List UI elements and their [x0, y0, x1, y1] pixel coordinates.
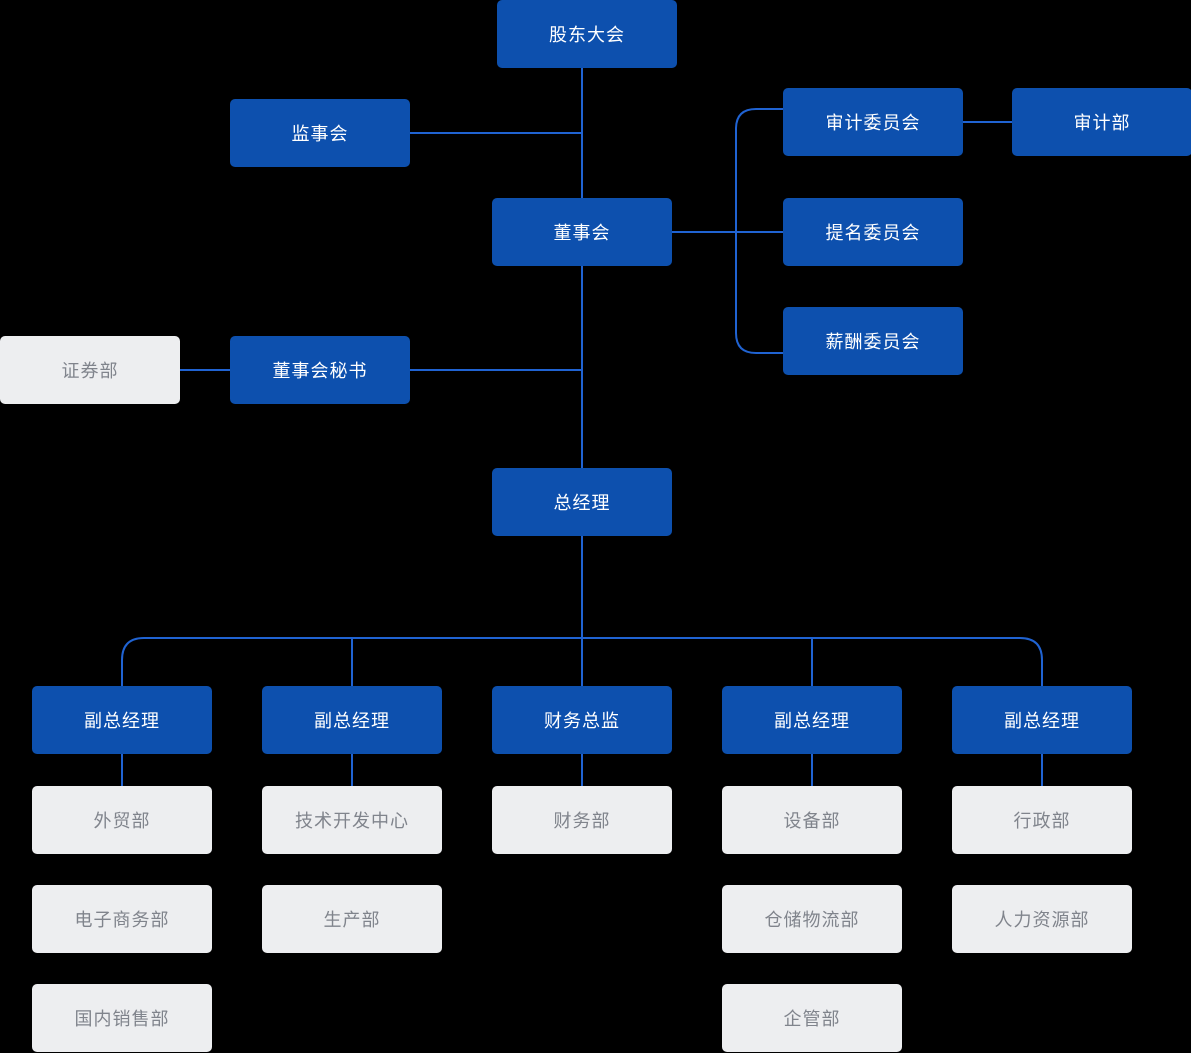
org-node-domestic-sales-dept: 国内销售部 — [32, 984, 212, 1052]
org-node-deputy-gm-1: 副总经理 — [32, 686, 212, 754]
org-node-hr-dept: 人力资源部 — [952, 885, 1132, 953]
org-node-deputy-gm-4: 副总经理 — [952, 686, 1132, 754]
edge-exec-bracket — [121, 637, 1043, 686]
org-node-warehouse-logistics-dept: 仓储物流部 — [722, 885, 902, 953]
org-node-deputy-gm-2: 副总经理 — [262, 686, 442, 754]
org-node-production-dept: 生产部 — [262, 885, 442, 953]
org-node-finance-dept: 财务部 — [492, 786, 672, 854]
org-node-equipment-dept: 设备部 — [722, 786, 902, 854]
org-node-deputy-gm-3: 副总经理 — [722, 686, 902, 754]
edge-committee-bracket — [735, 108, 783, 354]
org-node-board-of-directors: 董事会 — [492, 198, 672, 266]
org-node-compensation-committee: 薪酬委员会 — [783, 307, 963, 375]
org-node-cfo: 财务总监 — [492, 686, 672, 754]
org-node-supervisory-board: 监事会 — [230, 99, 410, 167]
org-node-board-secretary: 董事会秘书 — [230, 336, 410, 404]
org-node-shareholders-meeting: 股东大会 — [497, 0, 677, 68]
org-node-audit-committee: 审计委员会 — [783, 88, 963, 156]
org-node-audit-department: 审计部 — [1012, 88, 1191, 156]
org-node-securities-department: 证券部 — [0, 336, 180, 404]
org-node-tech-dev-center: 技术开发中心 — [262, 786, 442, 854]
org-node-foreign-trade-dept: 外贸部 — [32, 786, 212, 854]
org-node-enterprise-mgmt-dept: 企管部 — [722, 984, 902, 1052]
org-node-ecommerce-dept: 电子商务部 — [32, 885, 212, 953]
org-node-admin-dept: 行政部 — [952, 786, 1132, 854]
org-node-general-manager: 总经理 — [492, 468, 672, 536]
org-node-nomination-committee: 提名委员会 — [783, 198, 963, 266]
